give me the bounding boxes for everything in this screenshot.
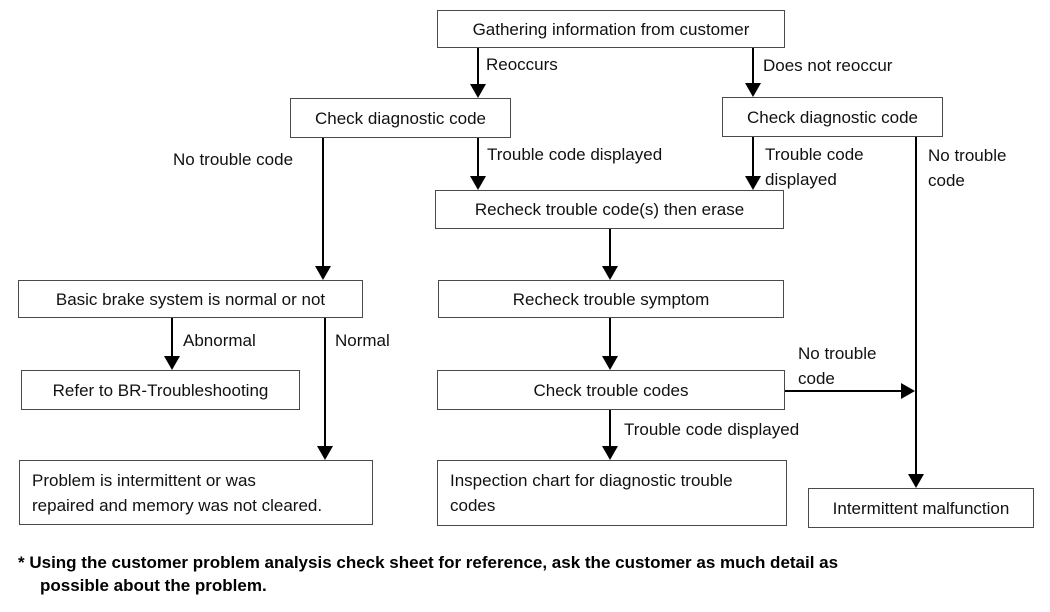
arrowhead-check-left-to-basic-brake (315, 266, 331, 280)
edge-label-reoccurs: Reoccurs (486, 55, 558, 74)
connector-recheck-erase-to-symptom (609, 229, 611, 267)
edge-label-trouble-code-displayed-mid: Trouble code displayed (487, 145, 663, 164)
edge-label-trouble-code-displayed-bottom: Trouble code displayed (624, 420, 800, 439)
flow-box-check-diagnostic-code-left: Check diagnostic code (290, 98, 511, 138)
arrowhead-basic-brake-to-problem (317, 446, 333, 460)
flow-box-gathering-information: Gathering information from customer (437, 10, 785, 48)
flow-box-inspection-chart-line2: codes (450, 496, 496, 515)
arrowhead-basic-brake-to-refer (164, 356, 180, 370)
arrowhead-recheck-erase-to-symptom (602, 266, 618, 280)
connector-check-codes-to-right-line (785, 390, 902, 392)
edge-label-trouble-code-displayed-right: Trouble code displayed (765, 145, 864, 189)
flow-box-inspection-chart-line1: Inspection chart for diagnostic trouble (450, 471, 733, 490)
arrowhead-check-right-to-recheck-erase (745, 176, 761, 190)
edge-label-no-trouble-code-mid: No trouble code (798, 344, 877, 388)
edge-label-does-not-reoccur: Does not reoccur (763, 56, 893, 75)
edge-label-no-trouble-code-left: No trouble code (173, 150, 294, 169)
connector-check-right-to-intermittent (915, 137, 917, 475)
flow-box-refer-br-troubleshooting: Refer to BR-Troubleshooting (21, 370, 300, 410)
flow-box-intermittent-malfunction: Intermittent malfunction (808, 488, 1034, 528)
arrowhead-check-right-to-intermittent (908, 474, 924, 488)
flow-box-inspection-chart: Inspection chart for diagnostic trouble … (437, 460, 787, 526)
connector-check-left-to-recheck-erase (477, 138, 479, 178)
flow-box-problem-intermittent: Problem is intermittent or was repaired … (19, 460, 373, 525)
connector-basic-brake-to-refer (171, 318, 173, 357)
arrowhead-gathering-to-check-left (470, 84, 486, 98)
connector-basic-brake-to-problem (324, 318, 326, 447)
connector-check-right-to-recheck-erase (752, 137, 754, 177)
connector-check-left-to-basic-brake (322, 138, 324, 267)
flow-box-recheck-trouble-codes-erase: Recheck trouble code(s) then erase (435, 190, 784, 229)
edge-label-no-trouble-code-right: No trouble code (928, 146, 1007, 190)
connector-gathering-to-check-right (752, 48, 754, 84)
flow-box-check-diagnostic-code-right: Check diagnostic code (722, 97, 943, 137)
flow-box-check-trouble-codes: Check trouble codes (437, 370, 785, 410)
footnote: * Using the customer problem analysis ch… (18, 551, 988, 597)
arrowhead-check-codes-to-right-line (901, 383, 915, 399)
arrowhead-symptom-to-check-codes (602, 356, 618, 370)
arrowhead-check-left-to-recheck-erase (470, 176, 486, 190)
flow-box-problem-intermittent-line2: repaired and memory was not cleared. (32, 495, 323, 515)
edge-label-abnormal: Abnormal (183, 331, 256, 350)
edge-label-normal: Normal (335, 331, 390, 350)
footnote-line1: * Using the customer problem analysis ch… (18, 553, 839, 572)
arrowhead-check-codes-to-inspection (602, 446, 618, 460)
flow-box-problem-intermittent-line1: Problem is intermittent or was (32, 470, 256, 490)
connector-check-codes-to-inspection (609, 410, 611, 447)
arrowhead-gathering-to-check-right (745, 83, 761, 97)
connector-gathering-to-check-left (477, 48, 479, 86)
flow-box-recheck-trouble-symptom: Recheck trouble symptom (438, 280, 784, 318)
connector-symptom-to-check-codes (609, 318, 611, 357)
footnote-line2: possible about the problem. (40, 576, 267, 595)
flow-box-basic-brake-system: Basic brake system is normal or not (18, 280, 363, 318)
